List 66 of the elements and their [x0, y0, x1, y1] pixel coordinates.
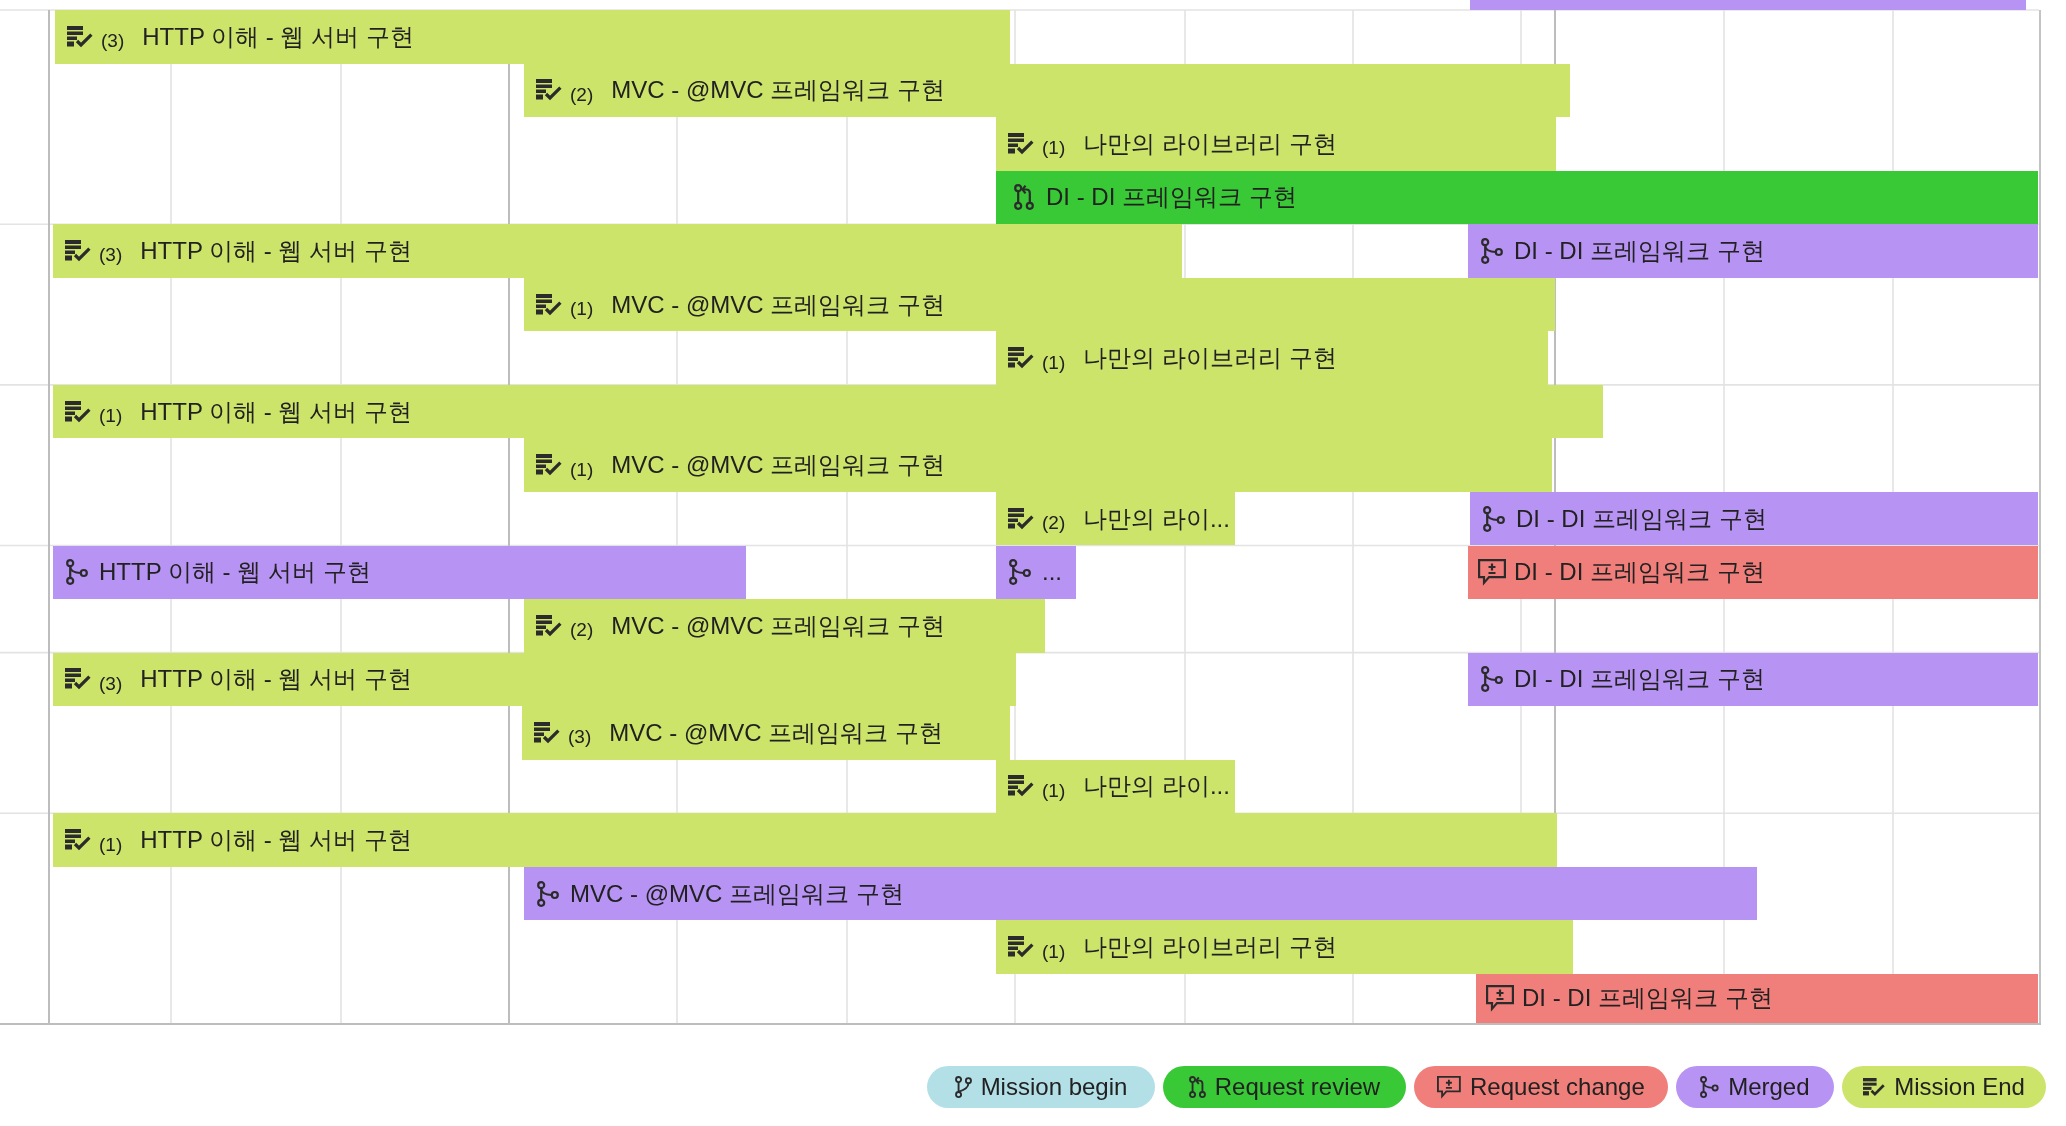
- legend-label: Request change: [1470, 1075, 1645, 1099]
- task-title: MVC - @MVC 프레임워크 구현: [611, 78, 945, 103]
- task-title: DI - DI 프레임워크 구현: [1514, 667, 1765, 692]
- task-title: 나만의 라이브러리 구현: [1083, 346, 1337, 371]
- task-bar: [1468, 545, 2038, 600]
- count-label: (2): [1042, 513, 1066, 533]
- task-bar: [1476, 973, 2038, 1023]
- count-label: (1): [1042, 138, 1066, 158]
- task-title: MVC - @MVC 프레임워크 구현: [611, 292, 945, 317]
- task-title: HTTP 이해 - 웹 서버 구현: [140, 399, 412, 424]
- task-title: DI - DI 프레임워크 구현: [1514, 560, 1765, 585]
- count-label: (1): [570, 299, 594, 318]
- task-title: 나만의 라이...: [1083, 774, 1230, 799]
- task-title: DI - DI 프레임워크 구현: [1522, 986, 1773, 1011]
- count-label: (3): [99, 673, 123, 693]
- count-label: (1): [1042, 352, 1066, 372]
- task-bar: [996, 117, 1556, 171]
- count-label: (1): [99, 406, 123, 426]
- task-bar: [996, 920, 1573, 974]
- task-bar: [1470, 0, 2026, 10]
- task-title: DI - DI 프레임워크 구현: [1514, 238, 1765, 263]
- count-label: (1): [1042, 941, 1066, 961]
- task-bar: [53, 813, 1557, 867]
- count-label: (3): [568, 727, 592, 747]
- task-bar: [996, 491, 1235, 546]
- task-title: HTTP 이해 - 웹 서버 구현: [140, 828, 412, 852]
- task-title: 나만의 라이브러리 구현: [1083, 935, 1337, 960]
- task-bar: [996, 545, 1076, 600]
- task-bar: [55, 10, 1010, 64]
- count-label: (1): [1042, 780, 1066, 800]
- task-title: HTTP 이해 - 웹 서버 구현: [142, 24, 414, 49]
- task-bar: [996, 170, 2038, 225]
- legend-label: Request review: [1214, 1075, 1381, 1099]
- task-bar: [524, 438, 1552, 492]
- legend-label: Mission begin: [980, 1075, 1128, 1099]
- task-title: MVC - @MVC 프레임워크 구현: [609, 720, 943, 745]
- legend-label: Merged: [1728, 1075, 1810, 1099]
- task-title: MVC - @MVC 프레임워크 구현: [570, 881, 904, 906]
- task-bar: [524, 63, 1570, 118]
- count-label: (3): [101, 31, 125, 51]
- task-bar: [1468, 652, 2038, 707]
- count-label: (1): [99, 834, 123, 854]
- task-title: 나만의 라이...: [1083, 506, 1230, 531]
- count-label: (2): [570, 84, 594, 104]
- task-title: MVC - @MVC 프레임워크 구현: [611, 453, 945, 478]
- task-bar: [1470, 491, 2038, 546]
- task-title: DI - DI 프레임워크 구현: [1046, 185, 1297, 210]
- count-label: (1): [570, 459, 594, 479]
- task-title: MVC - @MVC 프레임워크 구현: [611, 613, 945, 638]
- task-title: HTTP 이해 - 웹 서버 구현: [99, 560, 371, 585]
- task-bar: [53, 545, 746, 600]
- task-title: HTTP 이해 - 웹 서버 구현: [140, 667, 412, 692]
- task-title: 나만의 라이브러리 구현: [1083, 131, 1337, 156]
- task-title: DI - DI 프레임워크 구현: [1516, 506, 1767, 531]
- task-bar: [524, 866, 1757, 921]
- task-bar: [53, 384, 1603, 439]
- task-bar: [1468, 224, 2038, 278]
- task-title: HTTP 이해 - 웹 서버 구현: [140, 238, 412, 263]
- legend-label: Mission End: [1894, 1075, 2025, 1099]
- task-title: ...: [1042, 560, 1062, 585]
- task-bar: [53, 224, 1182, 278]
- count-label: (2): [570, 620, 594, 640]
- task-bar: [996, 759, 1235, 814]
- count-label: (3): [99, 245, 123, 265]
- task-bar: [524, 599, 1045, 653]
- task-bar: [522, 706, 1010, 760]
